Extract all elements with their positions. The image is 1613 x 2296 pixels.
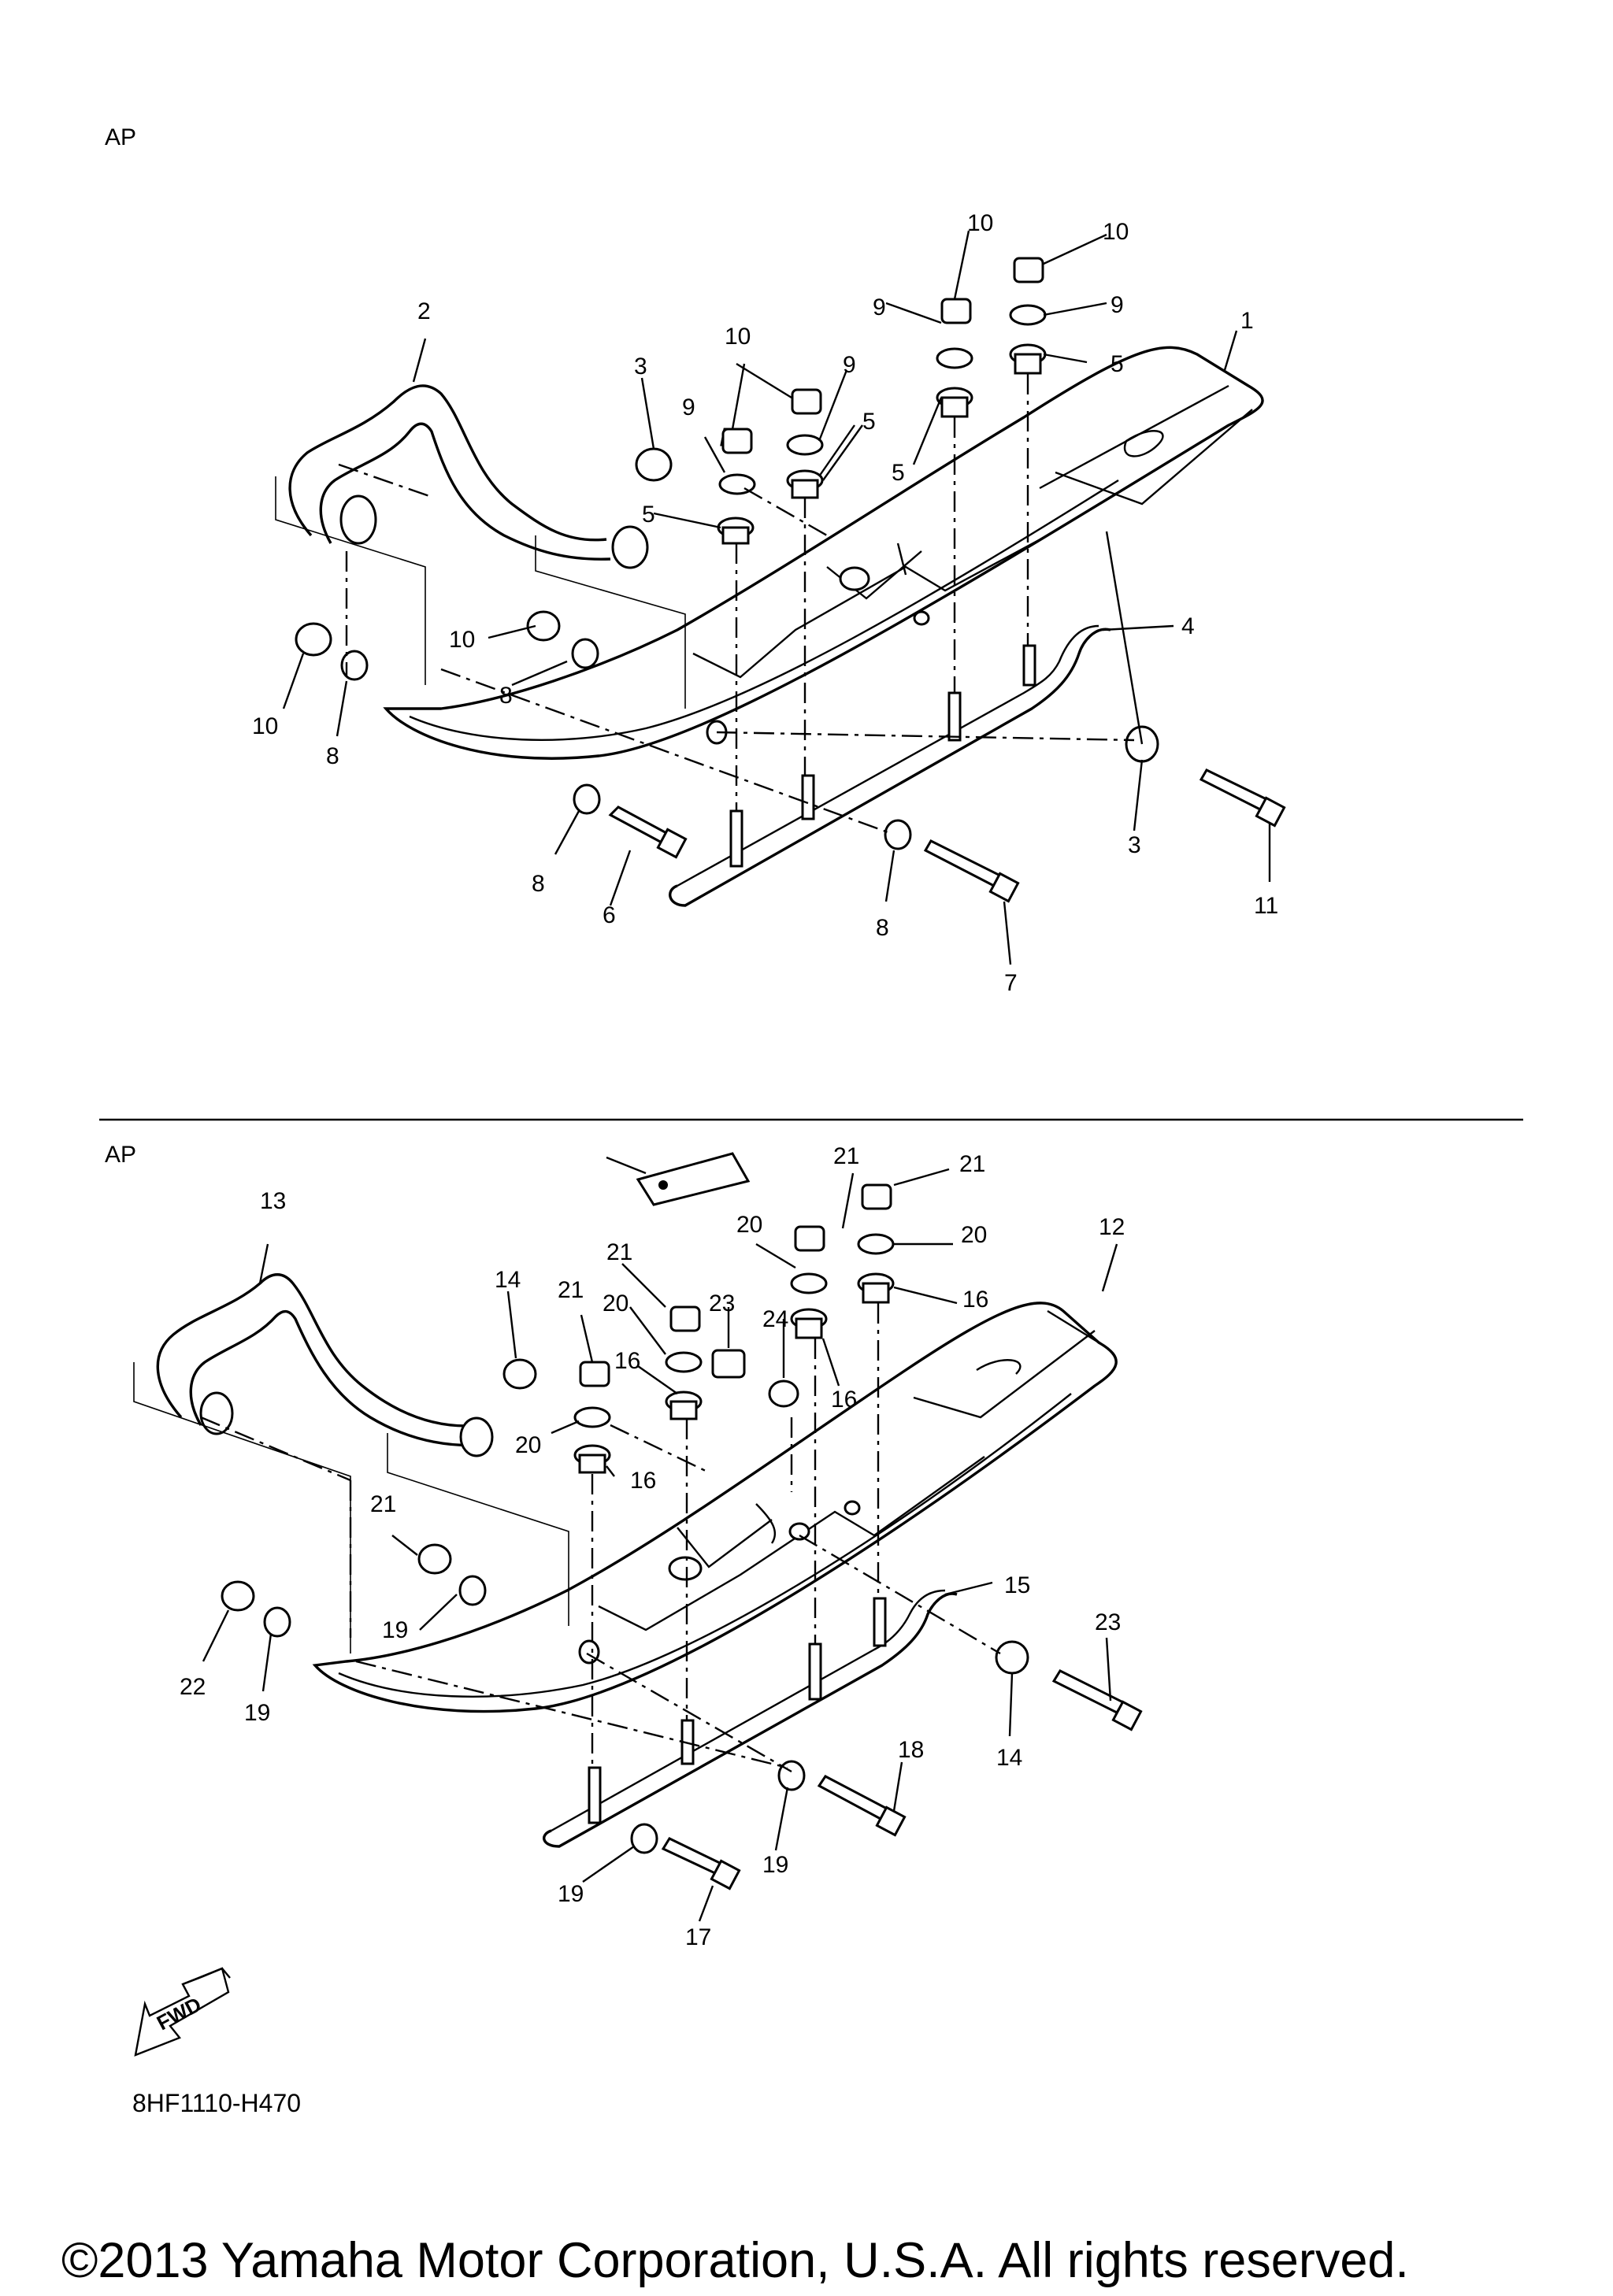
callout-10: 10 <box>725 324 751 350</box>
diagram-section-2: AP <box>105 1142 1143 2117</box>
callout-5: 5 <box>862 409 876 435</box>
callouts-2: 12 13 14 14 15 16 16 16 16 17 18 19 19 1… <box>180 1143 1125 1950</box>
callout-9: 9 <box>873 294 886 320</box>
callout-14: 14 <box>495 1267 521 1293</box>
fastener-stacks-1 <box>295 257 1159 850</box>
callout-10: 10 <box>967 210 993 236</box>
fwd-label: FWD <box>153 1992 205 2035</box>
callout-4: 4 <box>1181 613 1195 639</box>
callout-16: 16 <box>630 1468 656 1494</box>
bolts-1 <box>608 768 1286 903</box>
callout-9: 9 <box>843 352 856 378</box>
callout-22: 23 <box>1095 1609 1121 1635</box>
callout-21: 21 <box>833 1143 859 1169</box>
callout-2: 2 <box>417 298 431 324</box>
callout-8: 8 <box>876 915 889 941</box>
assembly-guides-2 <box>200 1303 1001 1773</box>
callout-15: 15 <box>1004 1572 1030 1598</box>
callout-7: 7 <box>1004 970 1018 996</box>
fastener-stacks-2 <box>221 1152 1029 1854</box>
diagram-section-1: AP <box>105 124 1286 996</box>
callout-20: 20 <box>515 1432 541 1458</box>
callout-10: 10 <box>252 713 278 739</box>
section-label: AP <box>105 1142 136 1168</box>
callout-6: 6 <box>603 902 616 928</box>
callout-21: 21 <box>370 1491 396 1517</box>
callout-16: 16 <box>614 1348 640 1374</box>
callout-1: 1 <box>1240 308 1254 334</box>
callout-20: 20 <box>603 1291 629 1316</box>
callout-19: 19 <box>558 1881 584 1907</box>
section-label: AP <box>105 124 136 150</box>
callout-20: 20 <box>736 1212 762 1238</box>
callout-19: 19 <box>244 1700 270 1726</box>
callout-9: 9 <box>1111 292 1124 318</box>
callout-13: 13 <box>260 1188 286 1214</box>
ski-body-part-12 <box>312 1302 1118 1713</box>
diagram-code: 8HF1110-H470 <box>132 2089 301 2117</box>
callout-21: 21 <box>959 1151 985 1177</box>
callout-9: 9 <box>682 394 695 420</box>
assembly-guides-1 <box>338 374 1135 835</box>
callout-3: 3 <box>634 354 647 380</box>
forward-direction-arrow: FWD <box>134 1967 231 2057</box>
callout-17: 17 <box>685 1924 711 1950</box>
bolts-2 <box>661 1669 1143 1890</box>
callout-5: 5 <box>1111 351 1124 377</box>
leader-lines-2 <box>202 1156 1118 1922</box>
callout-20: 20 <box>961 1222 987 1248</box>
callout-19: 19 <box>382 1617 408 1643</box>
ski-wear-bar-part-4 <box>669 624 1111 907</box>
callout-21: 21 <box>558 1277 584 1303</box>
callout-11: 11 <box>1254 893 1278 919</box>
callout-23: 23 <box>709 1291 735 1316</box>
wear-bar-studs <box>729 644 1036 868</box>
callout-3: 3 <box>1128 832 1141 858</box>
callout-8: 8 <box>326 743 339 769</box>
callout-14: 14 <box>996 1745 1022 1771</box>
callout-10: 10 <box>449 627 475 653</box>
callout-12: 12 <box>1099 1214 1125 1240</box>
leader-lines-1 <box>282 230 1271 965</box>
ski-handle-part-2 <box>275 384 686 709</box>
callout-21: 21 <box>606 1239 632 1265</box>
callout-5: 5 <box>642 502 655 528</box>
callout-18: 18 <box>898 1737 924 1763</box>
callout-8: 8 <box>499 683 513 709</box>
callout-8: 8 <box>532 871 545 897</box>
ski-handle-part-13 <box>133 1273 569 1653</box>
callout-16: 16 <box>831 1387 857 1413</box>
callout-16: 16 <box>962 1287 988 1313</box>
callouts-1: 1 2 3 3 4 5 5 5 5 6 7 8 8 8 8 9 9 9 9 10… <box>252 210 1278 996</box>
callout-21: 22 <box>180 1674 206 1700</box>
callout-10: 10 <box>1103 219 1129 245</box>
callout-19: 19 <box>762 1852 788 1878</box>
callout-23: 24 <box>762 1306 788 1332</box>
callout-5: 5 <box>892 460 905 486</box>
copyright-notice: ©2013 Yamaha Motor Corporation, U.S.A. A… <box>61 2233 1409 2288</box>
